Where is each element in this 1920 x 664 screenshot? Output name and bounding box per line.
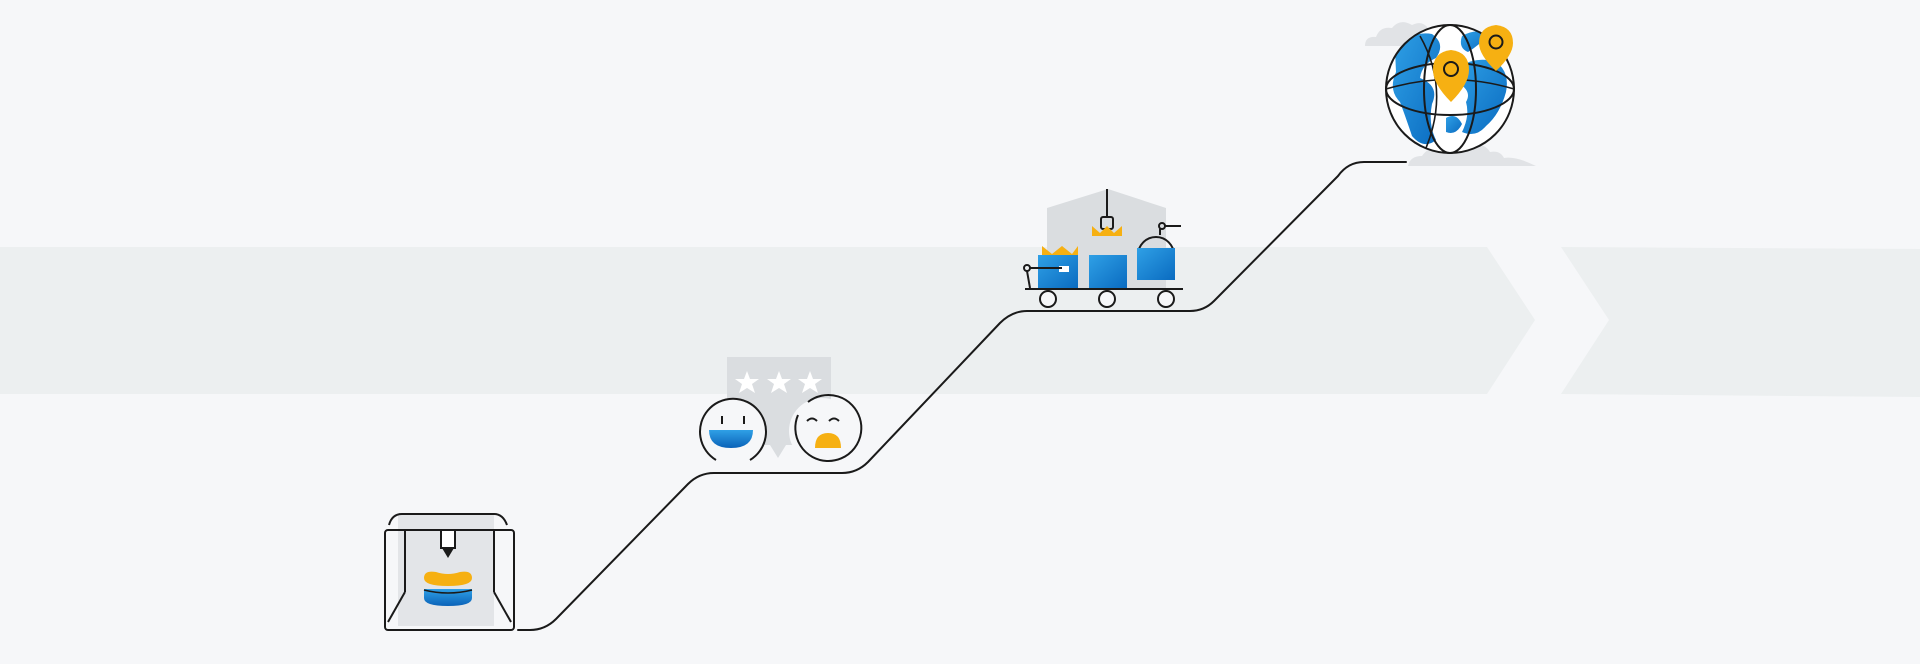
global-locations-icon bbox=[1365, 22, 1536, 166]
sad-face-icon bbox=[789, 394, 863, 464]
star-icon bbox=[767, 371, 791, 393]
step-path-line bbox=[517, 161, 1407, 631]
location-pin-icon bbox=[1433, 50, 1469, 102]
rating-stars bbox=[735, 371, 822, 393]
location-pin-icon bbox=[1479, 25, 1513, 71]
star-icon bbox=[735, 371, 759, 393]
customer-rating-icon bbox=[699, 357, 863, 464]
star-icon bbox=[798, 371, 822, 393]
happy-face-icon bbox=[699, 397, 767, 464]
warehouse-conveyor-icon bbox=[1023, 189, 1183, 308]
background-chevron-arrow bbox=[1561, 247, 1920, 397]
3d-printer-icon bbox=[384, 513, 515, 631]
